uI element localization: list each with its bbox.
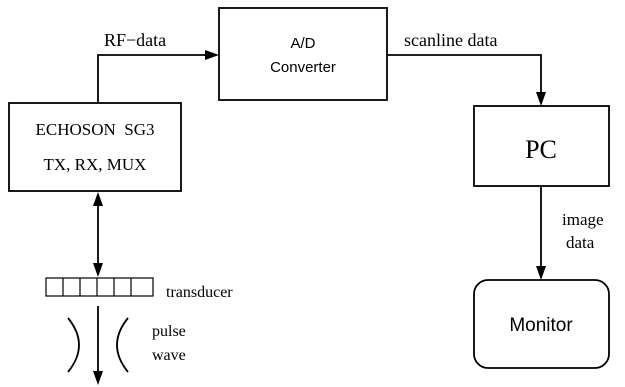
transducer-label: transducer [166, 284, 233, 301]
echoson-functions-label: TX, RX, MUX [44, 155, 147, 174]
monitor-block: Monitor [473, 279, 610, 369]
image-data-label-line2: data [566, 233, 595, 252]
rf-data-line [97, 54, 208, 103]
ad-converter-box [218, 7, 388, 101]
scanline-data-connection: scanline data [387, 30, 546, 106]
pc-box [473, 105, 610, 187]
rf-data-arrowhead [205, 50, 219, 60]
pulse-wave-label-line1: pulse [152, 323, 186, 340]
scanline-data-line [387, 54, 542, 95]
ad-converter-subtitle: Converter [270, 59, 336, 76]
pulse-wave-arrowhead [93, 371, 103, 385]
monitor-box [473, 279, 610, 369]
rf-data-label: RF−data [104, 30, 166, 50]
pc-label: PC [525, 135, 557, 164]
pulse-wave-right-curve [116, 317, 129, 373]
echoson-box [8, 102, 182, 192]
pulse-wave-left-curve [67, 317, 80, 373]
pulse-wave-label-line2: wave [152, 347, 186, 364]
image-data-connection: image data [536, 186, 604, 280]
ad-converter-block: A/D Converter [218, 7, 388, 101]
scanline-data-arrowhead [536, 92, 546, 106]
rf-data-connection: RF−data [97, 30, 219, 103]
scanline-data-label: scanline data [404, 30, 497, 50]
transducer-array: transducer [45, 277, 233, 301]
image-data-arrowhead [536, 266, 546, 280]
transducer-array-body [45, 277, 154, 297]
monitor-label: Monitor [509, 315, 573, 336]
ad-converter-title: A/D [290, 35, 315, 52]
bidirectional-arrowhead-down [93, 263, 103, 277]
echoson-block: ECHOSON SG3 TX, RX, MUX [8, 102, 182, 192]
pc-block: PC [473, 105, 610, 187]
echoson-model-label: ECHOSON SG3 [35, 120, 154, 139]
image-data-label-line1: image [562, 210, 604, 229]
echoson-transducer-link [93, 192, 103, 277]
pulse-wave: pulse wave [67, 306, 186, 385]
bidirectional-arrowhead-up [93, 192, 103, 206]
